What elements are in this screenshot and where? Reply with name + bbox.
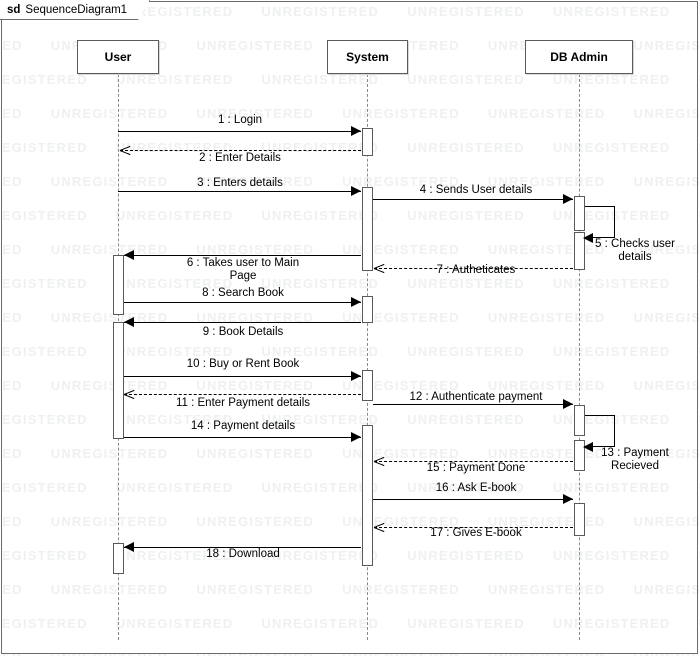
message-label-5: 5 : Checks user details [595, 238, 675, 263]
message-line-3[interactable] [118, 191, 361, 192]
arrow-head-3 [351, 186, 361, 196]
message-line-9[interactable] [124, 322, 361, 323]
arrow-head-12 [563, 399, 573, 409]
message-label-12: 12 : Authenticate payment [409, 391, 543, 403]
frame-name: SequenceDiagram1 [25, 4, 128, 16]
message-line-11[interactable] [124, 394, 361, 395]
arrow-head-4 [563, 194, 573, 204]
message-label-4: 4 : Sends User details [419, 184, 533, 196]
arrow-head-18 [124, 542, 134, 552]
message-line-4[interactable] [373, 199, 573, 200]
frame-label: sd SequenceDiagram1 [0, 0, 150, 20]
message-line-15[interactable] [374, 461, 573, 462]
message-line-1[interactable] [118, 131, 361, 132]
message-line-7[interactable] [374, 268, 573, 269]
arrow-head-6 [124, 250, 134, 260]
activation-bar-user [113, 255, 124, 315]
arrow-head-9 [124, 317, 134, 327]
activation-bar-system [362, 187, 373, 271]
frame-keyword: sd [7, 4, 21, 16]
arrow-head-13 [583, 442, 593, 452]
arrow-head-10 [351, 371, 361, 381]
message-label-1: 1 : Login [217, 114, 263, 126]
activation-bar-dbadmin [574, 503, 585, 536]
message-line-17[interactable] [374, 527, 573, 528]
message-label-3: 3 : Enters details [197, 177, 283, 189]
lifeline-label-user: User [104, 50, 132, 64]
message-label-14: 14 : Payment details [190, 420, 296, 432]
message-label-8: 8 : Search Book [202, 287, 284, 299]
message-line-2[interactable] [120, 150, 361, 151]
activation-bar-dbadmin [574, 440, 585, 471]
activation-bar-system [362, 425, 373, 566]
message-line-6[interactable] [124, 255, 361, 256]
activation-bar-system [362, 128, 373, 156]
message-label-15: 15 : Payment Done [426, 462, 526, 474]
message-label-7: 7 : Autheticates [436, 264, 516, 276]
message-label-17: 17 : Gives E-book [430, 527, 522, 539]
activation-bar-system [362, 370, 373, 401]
message-label-18: 18 : Download [206, 548, 280, 560]
message-line-10[interactable] [124, 376, 361, 377]
self-message-5[interactable] [585, 206, 615, 238]
arrow-head-16 [563, 494, 573, 504]
message-line-12[interactable] [373, 404, 573, 405]
self-message-13[interactable] [585, 415, 615, 447]
message-line-8[interactable] [124, 302, 361, 303]
activation-bar-system [362, 296, 373, 323]
lifeline-dbadmin [579, 74, 580, 640]
arrow-head-1 [351, 126, 361, 136]
message-line-16[interactable] [373, 499, 573, 500]
message-line-18[interactable] [124, 547, 361, 548]
lifeline-head-dbadmin[interactable]: DB Admin [525, 40, 633, 74]
arrow-head-8 [351, 297, 361, 307]
lifeline-label-dbadmin: DB Admin [550, 50, 608, 64]
lifeline-label-system: System [346, 50, 389, 64]
activation-bar-dbadmin [574, 196, 585, 231]
message-label-13: 13 : Payment Recieved [601, 447, 669, 472]
activation-bar-dbadmin [574, 232, 585, 270]
message-label-6: 6 : Takes user to Main Page [186, 257, 300, 282]
lifeline-system [367, 74, 368, 640]
message-label-16: 16 : Ask E-book [435, 482, 517, 494]
message-line-14[interactable] [124, 437, 361, 438]
message-label-9: 9 : Book Details [202, 326, 284, 338]
arrow-head-14 [351, 432, 361, 442]
message-label-2: 2 : Enter Details [199, 152, 281, 164]
activation-bar-dbadmin [574, 405, 585, 436]
lifeline-head-user[interactable]: User [77, 40, 159, 74]
lifeline-head-system[interactable]: System [327, 40, 408, 74]
message-label-11: 11 : Enter Payment details [175, 397, 311, 409]
message-label-10: 10 : Buy or Rent Book [186, 358, 300, 370]
activation-bar-user [113, 543, 124, 574]
arrow-head-5 [583, 233, 593, 243]
activation-bar-user [113, 322, 124, 439]
